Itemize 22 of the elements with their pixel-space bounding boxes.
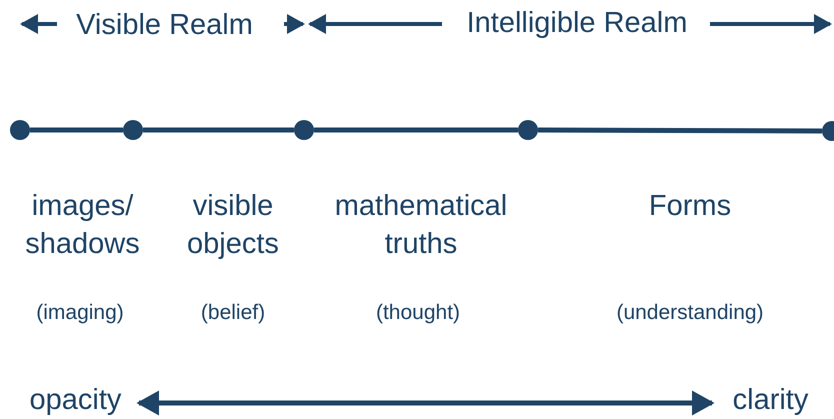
segment-caption: (imaging) bbox=[35, 300, 125, 326]
segment-label: Forms bbox=[648, 189, 732, 224]
scale-end-label: clarity bbox=[718, 381, 823, 419]
realm-label: Visible Realm bbox=[75, 8, 254, 43]
segment-caption: (understanding) bbox=[615, 300, 765, 326]
division-point bbox=[123, 120, 143, 140]
division-point bbox=[822, 121, 834, 141]
segment-label: visible objects bbox=[186, 189, 280, 262]
segment-label: mathematical truths bbox=[334, 189, 508, 262]
realm-label: Intelligible Realm bbox=[466, 6, 688, 41]
divided-line bbox=[30, 128, 123, 132]
segment-caption: (thought) bbox=[374, 300, 462, 326]
division-point bbox=[10, 120, 30, 140]
division-point bbox=[294, 120, 314, 140]
double-arrow bbox=[136, 390, 714, 416]
divided-line bbox=[143, 128, 294, 132]
division-point bbox=[518, 120, 538, 140]
divided-line bbox=[538, 128, 822, 134]
scale-end-label: opacity bbox=[18, 381, 133, 419]
segment-caption: (belief) bbox=[200, 300, 266, 326]
divided-line bbox=[314, 128, 518, 132]
segment-label: images/ shadows bbox=[24, 189, 141, 262]
